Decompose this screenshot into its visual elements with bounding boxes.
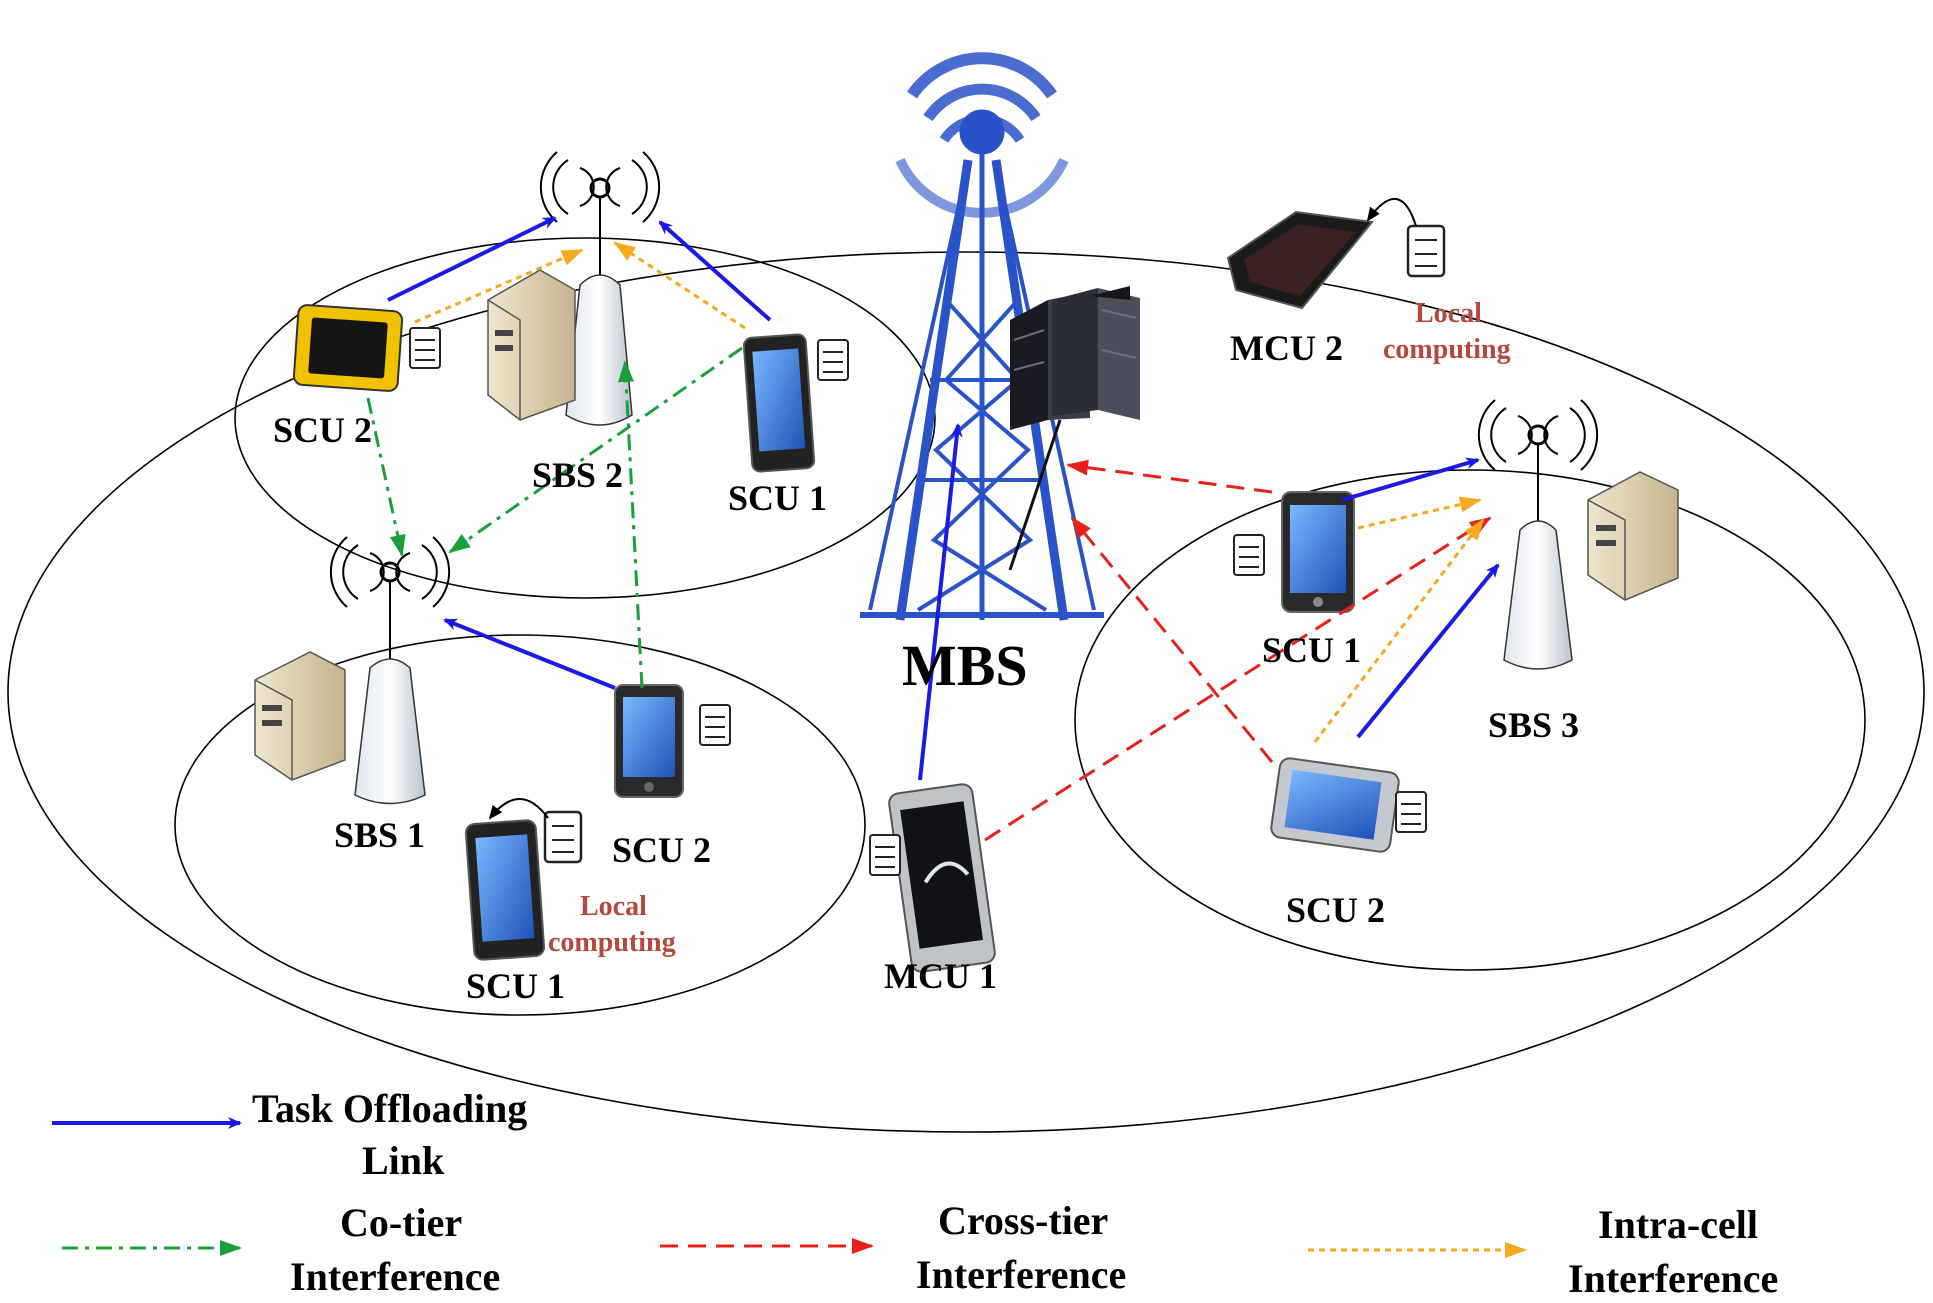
offload-link-mcu1 xyxy=(918,423,963,781)
small-cell-2-boundary xyxy=(234,237,936,599)
local-task-document-icon xyxy=(543,224,1446,864)
cell2-scu2-tablet-icon xyxy=(292,304,404,392)
legend-intracell-label-line1: Intra-cell xyxy=(1598,1202,1758,1247)
small-cell-3-boundary xyxy=(1074,469,1866,971)
sbs-2-antenna-icon xyxy=(539,151,661,426)
mcu1-phone-icon xyxy=(888,783,996,973)
small-cell-1-boundary xyxy=(174,634,866,1016)
mcu2-label: MCU 2 xyxy=(1230,328,1343,368)
mcu1-label: MCU 1 xyxy=(884,956,997,996)
legend-cotier-label-line1: Co-tier xyxy=(340,1200,462,1245)
task-document-icon xyxy=(409,327,1427,876)
crosstier-interference-3 xyxy=(984,516,1492,842)
mbs-label: MBS xyxy=(902,633,1028,698)
intracell-interference-cell3-1 xyxy=(1357,496,1482,530)
offload-link-cell3-scu1 xyxy=(1341,457,1480,502)
cell3-scu2-label: SCU 2 xyxy=(1286,890,1385,930)
local-computing-cell1-line2: computing xyxy=(548,927,676,958)
cotier-interference-3 xyxy=(618,360,644,689)
local-computing-cell1-line1: Local xyxy=(580,891,647,922)
legend-intracell-label-line2: Interference xyxy=(1568,1256,1778,1298)
cell1-scu1-label: SCU 1 xyxy=(466,966,565,1006)
legend-offload-label-line2: Link xyxy=(362,1138,445,1183)
sbs-1-antenna-icon xyxy=(329,536,451,805)
sbs-2-label: SBS 2 xyxy=(532,455,623,495)
offload-link-cell2-scu2 xyxy=(387,216,557,302)
sbs-3-antenna-icon xyxy=(1477,399,1599,670)
cotier-interference-2 xyxy=(448,346,743,554)
local-computing-arrow-cell1 xyxy=(488,798,549,820)
mcu2-tablet-icon xyxy=(1226,210,1374,310)
cell3-scu1-tablet-icon xyxy=(1281,491,1355,613)
cell1-scu2-label: SCU 2 xyxy=(612,830,711,870)
local-computing-arrow-mcu2 xyxy=(1366,198,1417,227)
intracell-interference-cell3-2 xyxy=(1313,518,1485,743)
intracell-interference-cell2-1 xyxy=(414,248,584,324)
cotier-interference-1 xyxy=(366,397,406,557)
crosstier-interference-1 xyxy=(1066,459,1273,494)
cell2-scu1-phone-icon xyxy=(742,333,816,473)
cell3-scu2-tablet-icon xyxy=(1270,757,1400,853)
intracell-interference-cell2-2 xyxy=(613,241,746,330)
legend: Task Offloading Link Co-tier Interferenc… xyxy=(52,1086,1778,1301)
sbs-2-server-icon xyxy=(487,269,576,421)
mec-server-icon xyxy=(1008,286,1140,571)
local-computing-mcu2-line2: computing xyxy=(1383,334,1511,365)
macro-cell-boundary xyxy=(7,251,1925,1133)
legend-crosstier-label-line1: Cross-tier xyxy=(938,1198,1108,1243)
sbs-3-label: SBS 3 xyxy=(1488,705,1579,745)
offload-link-cell3-scu2 xyxy=(1356,563,1500,739)
sbs-1-label: SBS 1 xyxy=(334,815,425,855)
cell1-scu1-phone-icon xyxy=(464,819,546,961)
legend-offload-label-line1: Task Offloading xyxy=(252,1086,527,1131)
cell2-scu2-label: SCU 2 xyxy=(273,410,372,450)
cell3-scu1-label: SCU 1 xyxy=(1262,630,1361,670)
sbs-1-server-icon xyxy=(254,651,346,781)
cell1-scu2-tablet-icon xyxy=(614,684,684,798)
cell2-scu1-label: SCU 1 xyxy=(728,478,827,518)
crosstier-interference-2 xyxy=(1070,516,1274,763)
legend-cotier-label-line2: Interference xyxy=(290,1254,500,1298)
legend-crosstier-label-line2: Interference xyxy=(916,1252,1126,1297)
sbs-3-server-icon xyxy=(1587,471,1679,601)
offload-link-cell1-scu2 xyxy=(443,618,616,690)
offload-link-cell2-scu1 xyxy=(658,220,772,322)
local-computing-mcu2-line1: Local xyxy=(1415,298,1482,329)
